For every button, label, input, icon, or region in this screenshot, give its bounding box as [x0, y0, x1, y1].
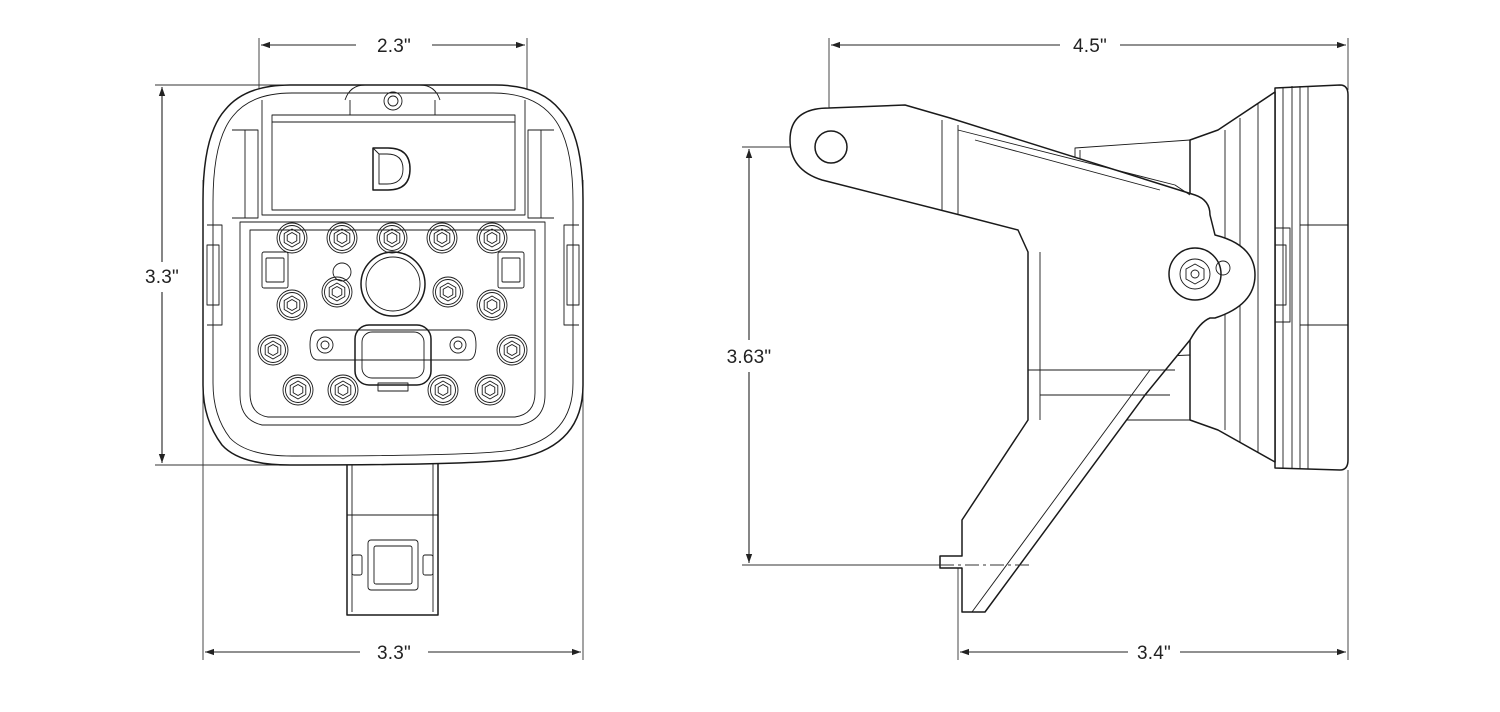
dim-top-width-label: 2.3" — [377, 36, 411, 57]
front-housing — [202, 84, 584, 466]
dim-mount-height-label: 3.63" — [727, 347, 772, 368]
side-dimensions: 4.5" 3.63" 3.4" — [727, 36, 1346, 664]
front-view: 2.3" 3.3" 3.3" — [145, 36, 584, 664]
side-bracket — [789, 104, 1256, 613]
front-dimensions: 2.3" 3.3" 3.3" — [145, 36, 581, 664]
dim-bottom-width-label: 3.3" — [377, 643, 411, 664]
dim-height-label: 3.3" — [145, 267, 179, 288]
front-logo-panel — [261, 84, 526, 216]
side-view: 4.5" 3.63" 3.4" — [727, 36, 1349, 664]
front-bracket — [346, 427, 439, 616]
brand-logo-icon — [372, 147, 411, 191]
dim-overall-length-label: 4.5" — [1073, 36, 1107, 57]
dim-base-length-label: 3.4" — [1137, 643, 1171, 664]
front-led-array — [257, 222, 528, 406]
